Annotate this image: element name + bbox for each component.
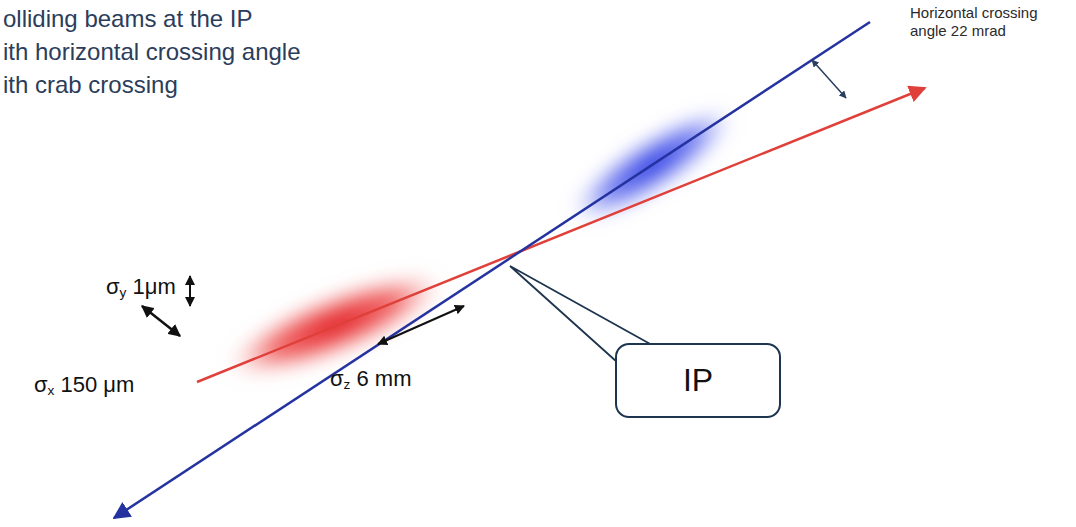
dimension-label: σy 1μm xyxy=(106,274,176,302)
crossing-angle-arrow xyxy=(812,60,846,98)
red-beam-line xyxy=(197,88,925,382)
angle-label: Horizontal crossing angle 22 mrad xyxy=(910,4,1060,40)
heading-text: olliding beams at the IP xyxy=(3,5,252,34)
dimension-label: σx 150 μm xyxy=(34,372,134,400)
blue-beam-line xyxy=(114,22,870,518)
callout-text: IP xyxy=(683,362,713,399)
sigma-z-arrow xyxy=(378,306,464,344)
heading-text: ith horizontal crossing angle xyxy=(3,38,301,67)
sigma-x-arrow xyxy=(142,306,180,336)
dimension-label: σz 6 mm xyxy=(330,366,412,394)
heading-text: ith crab crossing xyxy=(3,71,178,100)
sigma-y-arrow xyxy=(189,276,191,306)
callout-box: IP xyxy=(615,343,781,418)
